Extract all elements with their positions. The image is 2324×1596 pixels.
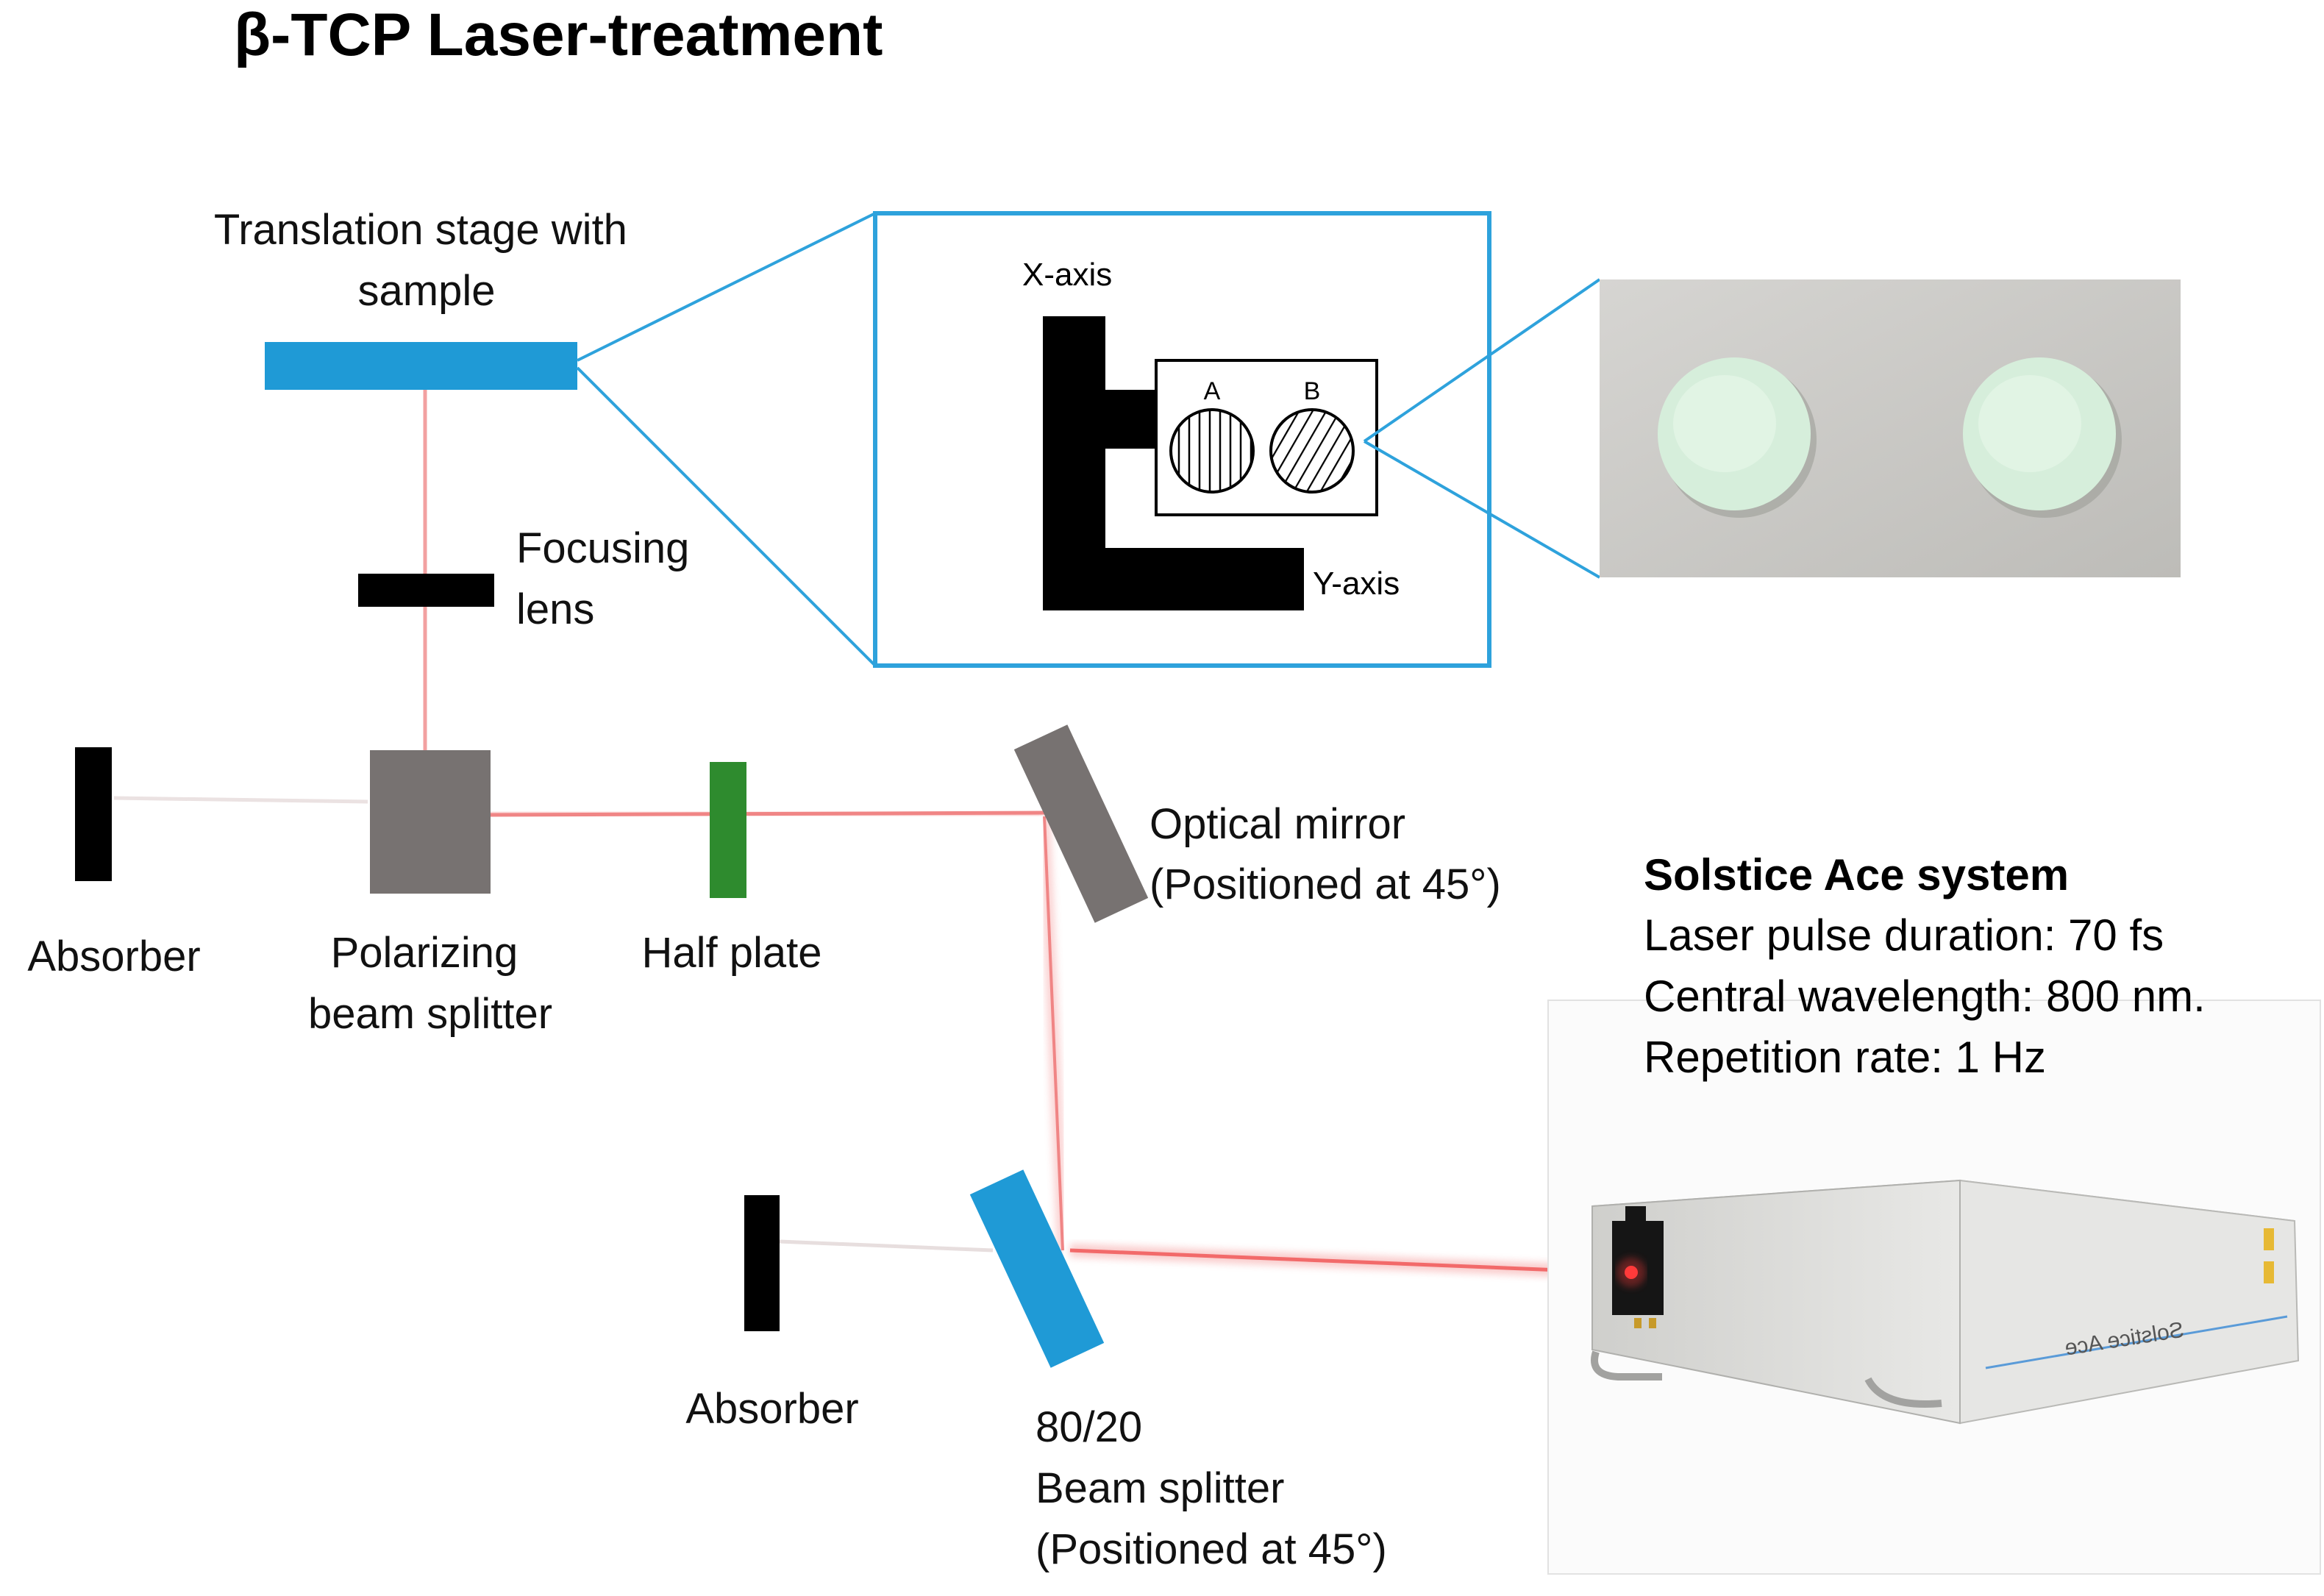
sample-a-disc (1169, 408, 1255, 494)
optical-mirror (1013, 724, 1149, 923)
translation-stage (265, 342, 577, 390)
label-absorber-left: Absorber (27, 933, 200, 980)
sample-a-label: A (1204, 377, 1221, 405)
laser-spec-wavelength: Central wavelength: 800 nm. (1644, 972, 2206, 1021)
polarizing-beam-splitter (370, 750, 491, 894)
component-labels: Translation stage with sample Focusing l… (27, 206, 1500, 1573)
focusing-lens (358, 574, 494, 607)
y-axis-label: Y-axis (1313, 566, 1400, 602)
laser-spec-pulse: Laser pulse duration: 70 fs (1644, 911, 2164, 960)
sample-b-label: B (1304, 377, 1321, 405)
device-front (1591, 1179, 1961, 1425)
zoom-line-top (577, 212, 876, 362)
laser-device-panel: Solstice Ace (1547, 1000, 2321, 1575)
stage-arm (1103, 390, 1156, 449)
laser-system-specs: Solstice Ace system Laser pulse duration… (1644, 850, 2206, 1082)
zoom-line-photo-top (1363, 278, 1601, 443)
laser-spec-repetition: Repetition rate: 1 Hz (1644, 1033, 2046, 1082)
stage-y-bar (1043, 548, 1304, 610)
beam-to-bottom-absorber (779, 1239, 994, 1253)
half-plate (710, 762, 746, 898)
zoom-line-photo-bottom (1363, 440, 1601, 579)
label-polarizing-bs: Polarizing beam splitter (308, 929, 552, 1038)
label-translation-stage: Translation stage with sample (214, 206, 639, 315)
device-handle-left (1591, 1350, 1662, 1381)
sample-photo (1600, 279, 2181, 577)
sample-b-disc (1269, 408, 1355, 494)
label-optical-mirror: Optical mirror (Positioned at 45°) (1149, 800, 1501, 908)
stage-inset: A B X-axis Y-axis (873, 211, 1491, 668)
beam-splitter-8020 (969, 1169, 1105, 1368)
absorber-bottom (744, 1195, 780, 1331)
laser-system-name: Solstice Ace system (1644, 850, 2069, 899)
x-axis-label: X-axis (1022, 257, 1112, 293)
label-focusing-lens: Focusing lens (516, 524, 701, 633)
label-absorber-bottom: Absorber (685, 1385, 858, 1433)
device-handle-right (1864, 1377, 1942, 1408)
laser-beam-paths (113, 390, 1615, 1279)
label-half-plate: Half plate (641, 929, 821, 977)
absorber-left (75, 747, 112, 881)
beam-to-left-absorber (113, 796, 368, 804)
label-beam-splitter-8020: 80/20 Beam splitter (Positioned at 45°) (1036, 1403, 1387, 1573)
zoom-line-bottom (576, 366, 877, 667)
figure-title: β-TCP Laser-treatment (234, 1, 883, 68)
